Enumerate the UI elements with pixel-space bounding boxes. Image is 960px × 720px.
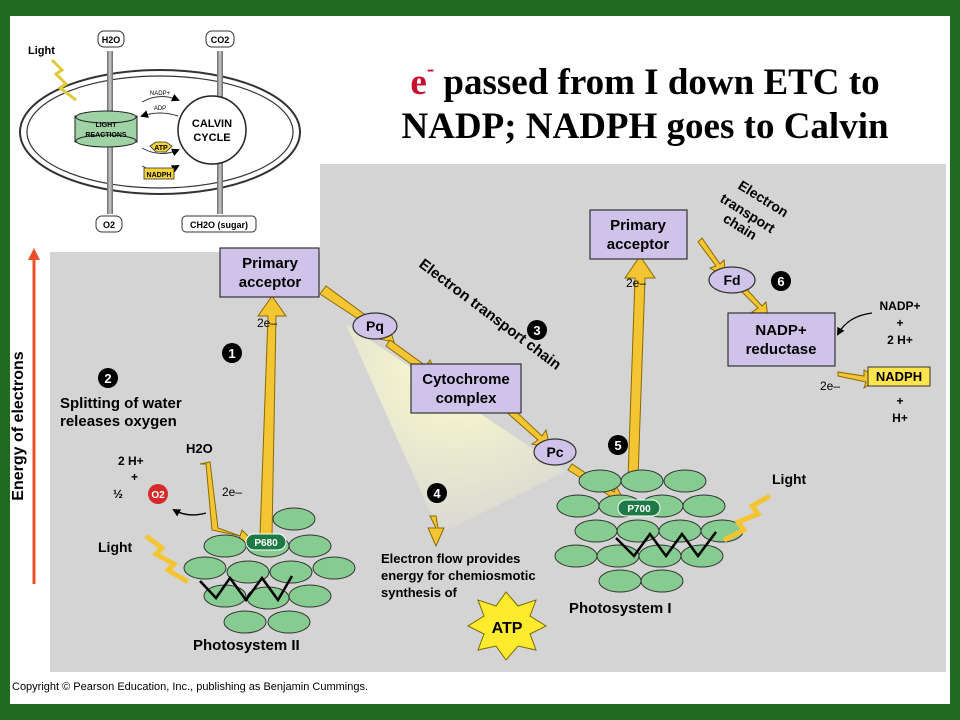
energy-axis-label: Energy of electrons	[10, 351, 27, 500]
title-line2: NADP; NADPH goes to Calvin	[401, 106, 889, 148]
cytochrome-line1: Cytochrome	[422, 371, 510, 388]
nadp-input-label: NADP+	[879, 299, 920, 313]
inset-sugar-label: CH2O (sugar)	[190, 220, 248, 230]
psii-half-label: ½	[113, 487, 123, 501]
photosystem-i-label: Photosystem I	[569, 600, 672, 617]
psii-excitation-zigzag	[199, 575, 294, 603]
inset-light-label: Light	[28, 45, 55, 57]
slide: Light H2O CO2 LIGHT REACTIONS CALVIN CYC…	[10, 16, 950, 704]
inset-calvin-2: CYCLE	[193, 132, 230, 144]
psi-primary-acceptor-box	[589, 209, 688, 260]
nadph-box	[867, 366, 931, 387]
pq-carrier	[352, 312, 398, 340]
electron-flow-line3: synthesis of	[381, 585, 458, 600]
psi-primary-acceptor-line2: acceptor	[607, 236, 670, 253]
psi-excitation-zigzag	[615, 531, 717, 559]
fd-carrier	[708, 266, 756, 294]
fd-label: Fd	[723, 272, 740, 288]
psii-light-bolt	[144, 534, 190, 585]
psi-light-bolt	[722, 493, 772, 543]
light-reactions-diagram: Light H2O CO2 LIGHT REACTIONS CALVIN CYC…	[10, 16, 946, 672]
psii-primary-acceptor-line1: Primary	[242, 255, 299, 272]
inset-light-reactions-1: LIGHT	[96, 122, 118, 129]
reductase-line2: reductase	[746, 341, 817, 358]
atp-label: ATP	[492, 620, 523, 637]
splitting-water-line1: Splitting of water	[60, 395, 182, 412]
step-3: 3	[533, 323, 540, 338]
splitting-water-line2: releases oxygen	[60, 413, 177, 430]
inset-h2o-label: H2O	[102, 35, 121, 45]
inset-co2-label: CO2	[211, 35, 230, 45]
psii-2h-label: 2 H+	[118, 454, 144, 468]
step-1: 1	[228, 346, 235, 361]
psii-2e-label: 2e–	[257, 316, 277, 330]
psii-primary-acceptor-box	[219, 247, 320, 298]
title-electron-letter: e	[410, 62, 427, 103]
inset-light-reactions-2: REACTIONS	[85, 132, 127, 139]
step-4: 4	[433, 486, 441, 501]
nadp-input-plus: +	[896, 316, 903, 330]
copyright-notice: Copyright © Pearson Education, Inc., pub…	[12, 681, 369, 693]
reductase-line1: NADP+	[755, 322, 807, 339]
electron-flow-line1: Electron flow provides	[381, 551, 520, 566]
step-2: 2	[104, 371, 111, 386]
nadp-input-arrow	[837, 312, 873, 336]
p680-label: P680	[254, 538, 278, 549]
psii-h2o-label: H2O	[186, 441, 213, 456]
pc-carrier	[533, 438, 577, 466]
o2-label: O2	[151, 490, 165, 501]
step-6: 6	[777, 274, 784, 289]
psii-2e-lower-label: 2e–	[222, 485, 242, 499]
psii-plus-label: +	[131, 470, 138, 484]
water-splitting-arrow	[172, 509, 207, 517]
title-line1: passed from I down ETC to	[443, 62, 880, 103]
psi-2e-label: 2e–	[626, 276, 646, 290]
nadp-reductase-box	[727, 312, 836, 367]
slide-title: e- passed from I down ETC to NADP; NADPH…	[340, 56, 950, 150]
inset-calvin-1: CALVIN	[192, 118, 232, 130]
nadph-plus: +	[896, 394, 903, 408]
inset-nadp-label: NADP+	[150, 91, 171, 97]
inset-o2-label: O2	[103, 220, 115, 230]
nadph-label: NADPH	[876, 369, 922, 384]
h-plus-label: H+	[892, 411, 908, 425]
chemiosmosis-glow	[346, 324, 566, 534]
pc-label: Pc	[546, 444, 563, 460]
p700-label: P700	[627, 504, 651, 515]
psi-2e-lower-label: 2e–	[820, 379, 840, 393]
photosystem-ii-label: Photosystem II	[193, 637, 300, 654]
inset-nadph-label: NADPH	[147, 172, 172, 179]
pq-label: Pq	[366, 318, 384, 334]
p680-badge	[245, 533, 287, 551]
chloroplast-inset: Light H2O CO2 LIGHT REACTIONS CALVIN CYC…	[10, 16, 320, 252]
step-circles	[98, 271, 791, 503]
psi-light-label: Light	[772, 471, 807, 487]
nadp-input-2h: 2 H+	[887, 333, 913, 347]
electron-flow-line2: energy for chemiosmotic	[381, 568, 536, 583]
inset-adp-label: ADP	[154, 106, 166, 112]
psii-light-label: Light	[98, 539, 133, 555]
cytochrome-complex-box	[410, 363, 522, 414]
step-5: 5	[614, 438, 621, 453]
title-electron: e-	[410, 56, 434, 103]
title-electron-charge: -	[426, 56, 435, 81]
psii-primary-acceptor-line2: acceptor	[239, 274, 302, 291]
inset-atp-label: ATP	[154, 145, 168, 152]
cytochrome-line2: complex	[436, 390, 498, 407]
p700-badge	[617, 499, 661, 517]
o2-bubble	[148, 484, 168, 504]
psi-primary-acceptor-line1: Primary	[610, 217, 667, 234]
atp-star-shape	[466, 591, 548, 661]
